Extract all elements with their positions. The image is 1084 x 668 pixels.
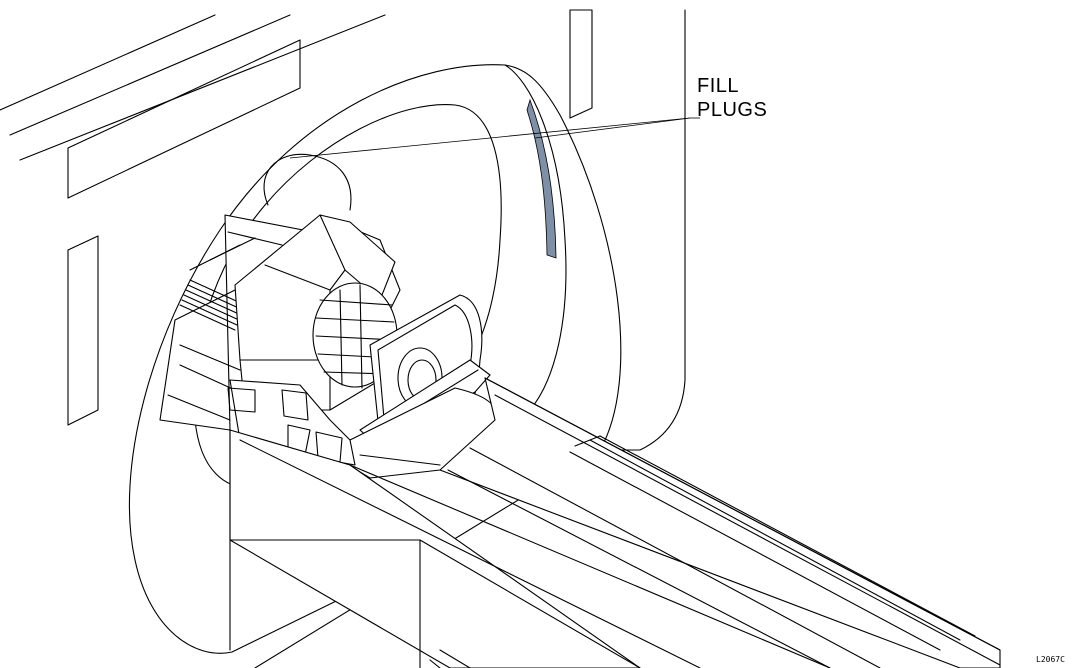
front-plate (339, 294, 497, 479)
callout-line-1: FILL (697, 75, 740, 97)
callout-leaders (289, 117, 700, 159)
guide-rail (229, 377, 1001, 668)
callout-line-2: PLUGS (697, 99, 768, 121)
fill-plugs-label: FILL PLUGS (697, 74, 767, 122)
figure-number: L2067C (1036, 655, 1065, 664)
rim-highlight (526, 98, 557, 259)
cabinet-outline (0, 9, 686, 668)
